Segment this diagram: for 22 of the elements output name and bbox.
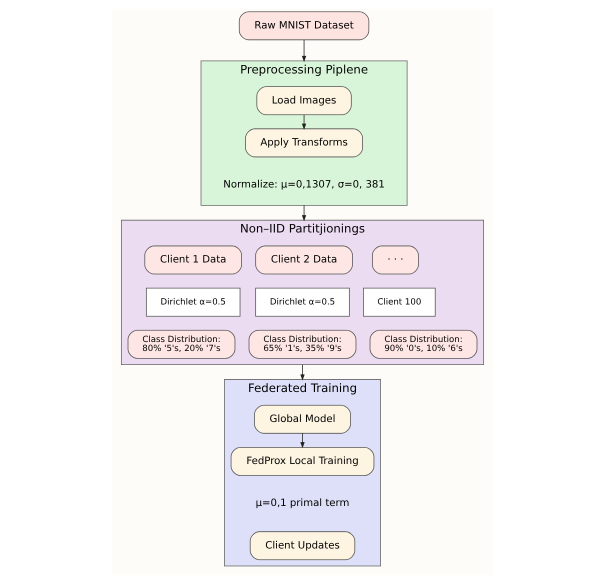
node-box: Client 2 Data xyxy=(255,246,353,274)
arrow xyxy=(302,204,306,222)
node-box: Class Distribution: 90% '0's, 10% '6's xyxy=(370,330,478,359)
node-label: μ=0,1 primal term xyxy=(256,498,350,510)
node-box: Client 100 xyxy=(363,288,436,317)
arrow xyxy=(300,432,305,448)
node-box: · · · xyxy=(372,246,419,274)
node-box: Client Updates xyxy=(250,531,356,560)
node-box: Raw MNIST Dataset xyxy=(238,11,370,40)
node-box: Class Distribution: 80% '5's, 20% '7's xyxy=(128,330,236,359)
arrow xyxy=(300,364,305,381)
node-box: Apply Transforms xyxy=(245,128,363,158)
node-box: Global Model xyxy=(254,404,351,434)
node-box: FedProx Local Training xyxy=(230,446,374,476)
arrow xyxy=(302,40,306,62)
node-box: Load Images xyxy=(256,86,352,116)
node-box: Class Distribution: 65% '1's, 35% '9's xyxy=(248,330,356,359)
node-box: Client 1 Data xyxy=(144,246,242,274)
node-label: Normalize: μ=0,1307, σ=0, 381 xyxy=(223,180,385,191)
node-box: Dirichlet α=0.5 xyxy=(146,288,240,317)
arrow xyxy=(302,114,306,130)
node-box: Dirichlet α=0.5 xyxy=(255,288,350,317)
